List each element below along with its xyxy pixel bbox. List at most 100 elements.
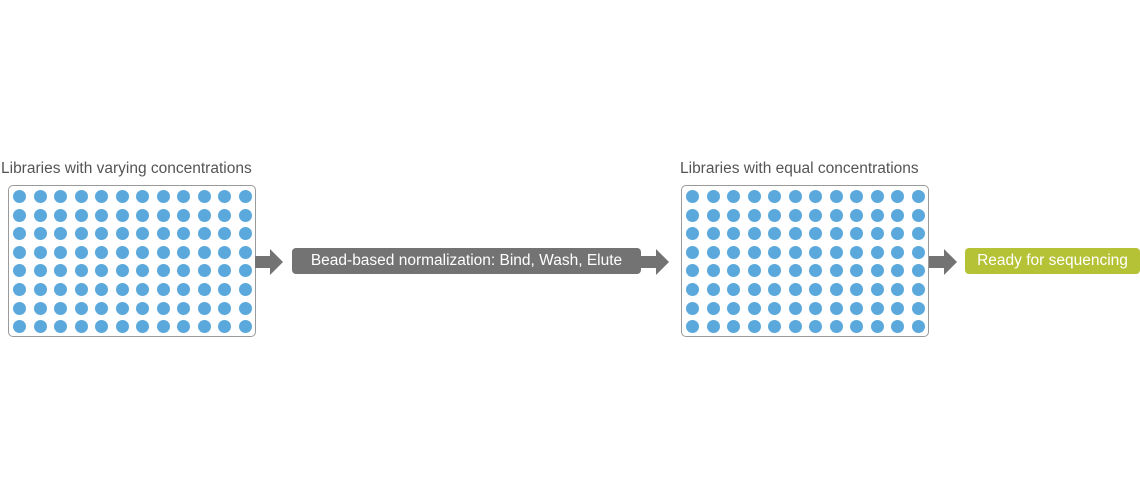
well [177, 190, 190, 203]
well [911, 227, 925, 241]
well [95, 320, 108, 334]
well [33, 208, 47, 222]
well [747, 282, 761, 296]
ready-for-sequencing-box: Ready for sequencing [965, 248, 1140, 274]
well [727, 227, 740, 241]
well [891, 227, 904, 241]
well [768, 227, 781, 241]
well [768, 301, 781, 315]
well [850, 208, 863, 222]
well [809, 190, 822, 203]
well [686, 320, 699, 334]
well [850, 227, 863, 241]
well [788, 282, 802, 296]
well [768, 320, 781, 334]
well [727, 208, 740, 222]
normalization-step-box: Bead-based normalization: Bind, Wash, El… [292, 248, 641, 274]
well [809, 208, 822, 222]
plate-left-label: Libraries with varying concentrations [1, 160, 252, 177]
well [706, 282, 720, 296]
well [197, 227, 211, 241]
well [870, 227, 884, 241]
well [727, 301, 740, 315]
well [115, 301, 129, 315]
well [218, 227, 231, 241]
well [727, 320, 740, 334]
well [115, 264, 129, 278]
well [891, 208, 904, 222]
well [238, 208, 252, 222]
well [727, 245, 740, 259]
well [686, 245, 699, 259]
well [177, 301, 190, 315]
well [115, 320, 129, 334]
well [768, 245, 781, 259]
well [156, 190, 170, 203]
arrow-right-icon [641, 249, 669, 275]
well [747, 320, 761, 334]
well [177, 208, 190, 222]
well [54, 264, 67, 278]
plate-right-label: Libraries with equal concentrations [680, 160, 919, 177]
well [747, 190, 761, 203]
well [95, 301, 108, 315]
well [115, 190, 129, 203]
well [238, 227, 252, 241]
well [54, 282, 67, 296]
well [829, 301, 843, 315]
well [870, 264, 884, 278]
well [870, 208, 884, 222]
well [706, 301, 720, 315]
well [870, 245, 884, 259]
well [829, 264, 843, 278]
well [197, 190, 211, 203]
well [706, 208, 720, 222]
well [54, 227, 67, 241]
well [870, 190, 884, 203]
well [218, 301, 231, 315]
well [54, 301, 67, 315]
well [218, 320, 231, 334]
well [747, 245, 761, 259]
well [911, 282, 925, 296]
well [788, 245, 802, 259]
well [33, 190, 47, 203]
well [177, 282, 190, 296]
well [13, 245, 26, 259]
well [115, 245, 129, 259]
well [911, 264, 925, 278]
well [768, 264, 781, 278]
well [218, 245, 231, 259]
plate-right-wells [686, 190, 925, 334]
well [706, 320, 720, 334]
well [197, 301, 211, 315]
well [727, 190, 740, 203]
well [13, 301, 26, 315]
well [747, 227, 761, 241]
well [95, 190, 108, 203]
well [727, 282, 740, 296]
well [136, 264, 149, 278]
well [891, 245, 904, 259]
well [156, 282, 170, 296]
well [115, 208, 129, 222]
well [891, 301, 904, 315]
well [238, 320, 252, 334]
well [911, 190, 925, 203]
well [156, 301, 170, 315]
well [686, 282, 699, 296]
well [74, 245, 88, 259]
well [13, 282, 26, 296]
well [197, 264, 211, 278]
well [218, 282, 231, 296]
well [33, 301, 47, 315]
well [891, 190, 904, 203]
well [74, 320, 88, 334]
well [809, 282, 822, 296]
well [33, 245, 47, 259]
well [870, 301, 884, 315]
well [95, 245, 108, 259]
arrow-right-icon [929, 249, 957, 275]
well [829, 227, 843, 241]
well [54, 190, 67, 203]
